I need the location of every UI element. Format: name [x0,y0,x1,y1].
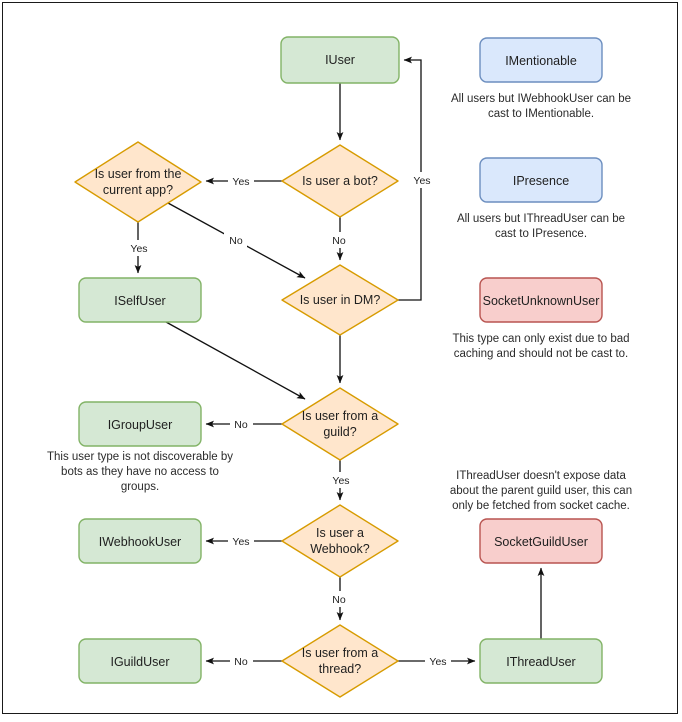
edge-label: No [332,594,346,606]
node-ipresence[interactable]: IPresence [479,157,603,203]
edge-currentapp-no-to-isdm: No [167,202,306,279]
note-line: about the parent guild user, this can [450,485,632,497]
node-iuser[interactable]: IUser [280,36,400,84]
edge-isbot-no-to-isdm: No [328,217,351,261]
edge-iswebhook-yes-to-iwebhookuser: Yes [205,533,282,549]
node-label: IUser [325,53,355,67]
node-label-line1: Is user from a [302,409,378,423]
node-label-line2: thread? [319,662,361,676]
note-ipresence: All users but IThreadUser can be cast to… [457,213,625,240]
node-label-line2: guild? [323,425,356,439]
node-label: SocketGuildUser [494,535,588,549]
note-socketguilduser: IThreadUser doesn't expose data about th… [450,470,632,512]
note-line: All users but IWebhookUser can be [451,93,631,105]
note-line: cast to IMentionable. [488,108,594,120]
edge-currentapp-yes-to-iselfuser: Yes [126,222,152,274]
edge-iselfuser-to-isguild [165,321,306,400]
node-label: IWebhookUser [99,535,181,549]
note-line: groups. [121,481,159,493]
node-label-line1: Is user a [316,526,364,540]
note-line: This type can only exist due to bad [452,333,629,345]
edge-iswebhook-no-to-isthread: No [328,577,351,621]
edge-isguild-no-to-igroupuser: No [205,416,282,432]
note-line: cast to IPresence. [495,228,587,240]
node-is-guild[interactable]: Is user from a guild? [281,387,399,461]
node-is-bot[interactable]: Is user a bot? [281,144,399,218]
node-label: IGroupUser [108,418,173,432]
node-socketguilduser[interactable]: SocketGuildUser [479,518,603,564]
note-line: All users but IThreadUser can be [457,213,625,225]
node-is-dm[interactable]: Is user in DM? [281,264,399,336]
edge-isdm-yes-to-iuser: Yes [398,56,435,301]
node-iwebhookuser[interactable]: IWebhookUser [78,518,202,564]
node-label: IGuildUser [110,655,169,669]
node-label: IThreadUser [506,655,575,669]
diagram-frame [2,2,678,714]
note-socketunknownuser: This type can only exist due to bad cach… [452,333,629,360]
node-iselfuser[interactable]: ISelfUser [78,277,202,323]
node-label: IMentionable [505,54,577,68]
node-is-current-app[interactable]: Is user from the current app? [74,141,202,223]
note-line: bots as they have no access to [61,466,219,478]
note-imentionable: All users but IWebhookUser can be cast t… [451,93,631,120]
node-is-webhook[interactable]: Is user a Webhook? [281,504,399,578]
node-label: IPresence [513,174,569,188]
node-iguilduser[interactable]: IGuildUser [78,638,202,684]
edge-label: Yes [232,176,249,188]
edge-isthread-no-to-iguilduser: No [205,653,282,669]
edge-isthread-yes-to-ithreaduser: Yes [398,653,476,669]
note-line: This user type is not discoverable by [47,451,233,463]
edge-label: Yes [130,243,147,255]
edge-isguild-yes-to-iswebhook: Yes [328,460,354,501]
edge-label: Yes [332,475,349,487]
edge-label: Yes [429,656,446,668]
node-label: Is user in DM? [300,293,381,307]
note-line: only be fetched from socket cache. [452,500,630,512]
edge-isbot-yes-to-currentapp: Yes [205,173,282,189]
edge-label: Yes [232,536,249,548]
node-label-line1: Is user from a [302,646,378,660]
note-line: caching and should not be cast to. [454,348,629,360]
edge-label: No [332,235,346,247]
node-label-line2: Webhook? [310,542,370,556]
edge-label: No [229,235,243,247]
node-imentionable[interactable]: IMentionable [479,37,603,83]
node-socketunknownuser[interactable]: SocketUnknownUser [479,277,603,323]
node-label: Is user a bot? [302,174,378,188]
node-label-line1: Is user from the [95,167,182,181]
node-label-line2: current app? [103,183,173,197]
node-igroupuser[interactable]: IGroupUser [78,401,202,447]
node-label: SocketUnknownUser [483,294,600,308]
edge-label: No [234,419,248,431]
edge-label: No [234,656,248,668]
note-igroupuser: This user type is not discoverable by bo… [47,451,233,493]
note-line: IThreadUser doesn't expose data [456,470,626,482]
node-is-thread[interactable]: Is user from a thread? [281,624,399,698]
node-label: ISelfUser [114,294,165,308]
edge-label: Yes [413,175,430,187]
node-ithreaduser[interactable]: IThreadUser [479,638,603,684]
